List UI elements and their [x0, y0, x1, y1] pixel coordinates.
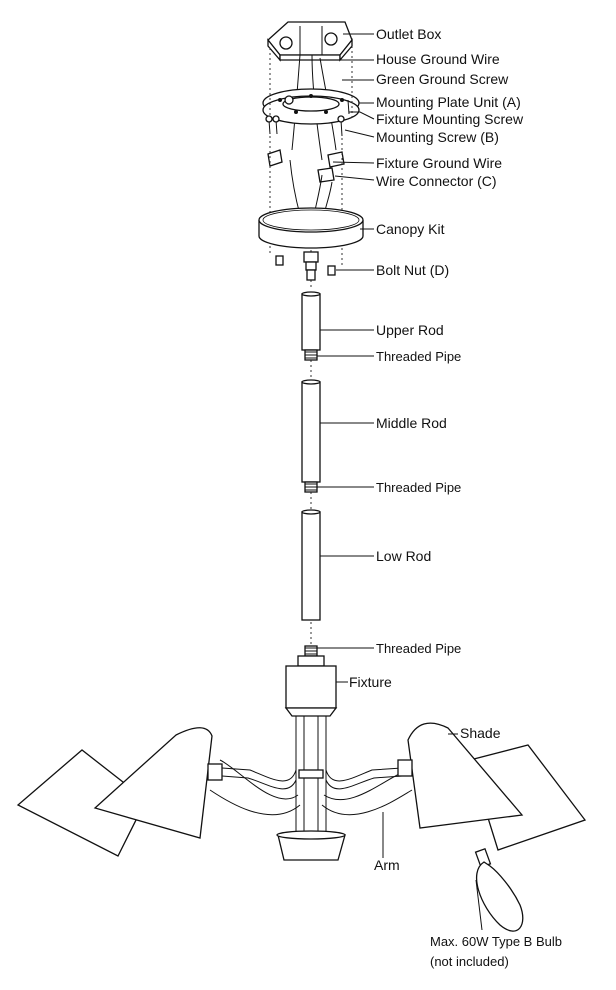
- label-wire-connector: Wire Connector (C): [376, 173, 497, 189]
- label-middle-rod: Middle Rod: [376, 415, 447, 431]
- canopy: [258, 207, 364, 249]
- low-rod: [301, 509, 321, 621]
- mounting-plate: [262, 88, 360, 125]
- shade-left-front: [93, 727, 223, 839]
- label-bolt-nut: Bolt Nut (D): [376, 262, 449, 278]
- middle-rod: [301, 379, 321, 493]
- label-bulb-line2: (not included): [430, 954, 509, 969]
- shade-right-back: [469, 744, 587, 851]
- fixture-body: [284, 645, 338, 835]
- upper-rod: [301, 291, 321, 361]
- leader-lines: [317, 33, 483, 931]
- canopy-stem: [303, 251, 319, 281]
- label-house-ground-wire: House Ground Wire: [376, 51, 500, 67]
- label-fixture-mounting-screw: Fixture Mounting Screw: [376, 111, 524, 127]
- bulb: [474, 847, 524, 932]
- label-threaded-pipe-1: Threaded Pipe: [376, 349, 461, 364]
- label-upper-rod: Upper Rod: [376, 322, 444, 338]
- label-shade: Shade: [460, 725, 501, 741]
- label-canopy-kit: Canopy Kit: [376, 221, 445, 237]
- label-arm: Arm: [374, 857, 400, 873]
- arms: [209, 759, 413, 816]
- label-mounting-screw: Mounting Screw (B): [376, 129, 499, 145]
- label-mounting-plate: Mounting Plate Unit (A): [376, 94, 521, 110]
- label-outlet-box: Outlet Box: [376, 26, 441, 42]
- shade-right-front: [397, 722, 524, 829]
- label-threaded-pipe-2: Threaded Pipe: [376, 480, 461, 495]
- bolt-nuts: [275, 255, 336, 276]
- mounting-screws: [265, 99, 350, 137]
- label-bulb-line1: Max. 60W Type B Bulb: [430, 934, 562, 949]
- wire-connectors: [267, 149, 345, 183]
- label-fixture: Fixture: [349, 674, 392, 690]
- label-green-ground-screw: Green Ground Screw: [376, 71, 509, 87]
- outlet-box: [267, 21, 353, 62]
- label-threaded-pipe-3: Threaded Pipe: [376, 641, 461, 656]
- label-low-rod: Low Rod: [376, 548, 431, 564]
- bottom-cup: [276, 830, 346, 861]
- label-fixture-ground-wire: Fixture Ground Wire: [376, 155, 502, 171]
